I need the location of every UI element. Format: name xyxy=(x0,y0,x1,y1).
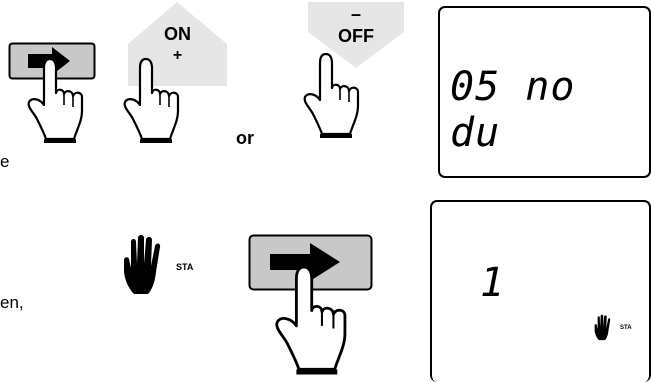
pointing-hand-icon xyxy=(268,262,358,377)
manual-hand-icon xyxy=(118,234,178,298)
off-label: OFF xyxy=(306,26,406,47)
lcd-mode-text: 05 no du xyxy=(450,64,649,156)
partial-text-row2: en, xyxy=(0,293,24,313)
manual-hand-icon xyxy=(592,314,618,342)
pointing-hand-icon xyxy=(118,55,188,145)
lcd-value-text: 1 xyxy=(480,260,504,306)
lcd-sta-label: STA xyxy=(620,325,632,331)
partial-text-row1: e xyxy=(0,152,9,172)
or-label: or xyxy=(236,128,254,149)
lcd-display-value: 1 STA xyxy=(430,200,651,382)
pointing-hand-icon xyxy=(22,55,92,145)
lcd-display-mode: 05 no du xyxy=(438,6,651,178)
sta-label: STA xyxy=(176,262,193,272)
minus-label: – xyxy=(306,4,406,25)
on-label: ON xyxy=(125,24,230,45)
pointing-hand-icon xyxy=(298,50,368,140)
